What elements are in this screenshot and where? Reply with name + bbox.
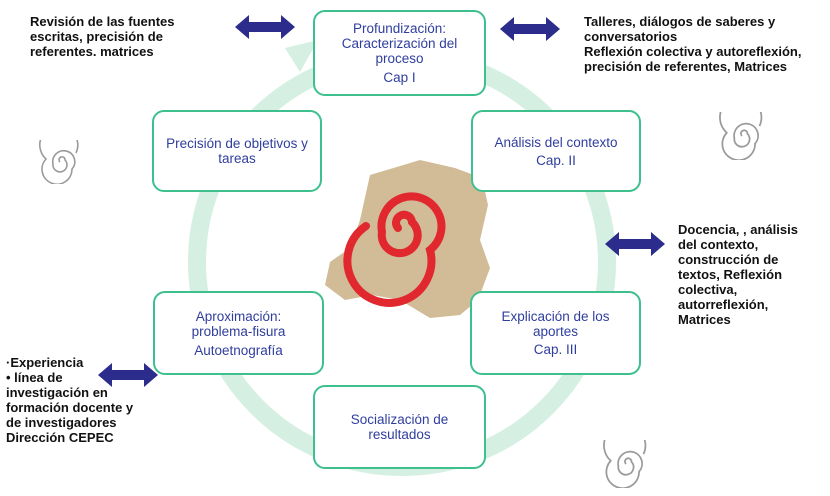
- box-socializacion: Socialización de resultados: [313, 385, 486, 469]
- double-arrow-icon: [98, 363, 158, 387]
- note-bottom-left-2: • línea de investigación en formación do…: [6, 370, 134, 445]
- double-arrow-icon: [605, 232, 665, 256]
- grey-spiral-icon: [39, 140, 79, 184]
- box-aproximacion: Aproximación: problema-fisura Autoetnogr…: [153, 291, 324, 375]
- note-bottom-left-1: ·Experiencia: [6, 355, 84, 370]
- double-arrow-icon: [500, 17, 560, 41]
- box-analisis-title: Análisis del contexto: [494, 134, 618, 150]
- grey-spiral-icon: [719, 112, 763, 160]
- box-precision: Precisión de objetivos y tareas: [152, 110, 322, 192]
- box-analisis: Análisis del contexto Cap. II: [471, 110, 641, 192]
- note-bottom-left: ·Experiencia • línea de investigación en…: [6, 355, 141, 445]
- box-profundizacion-title: Profundización: Caracterización del proc…: [341, 21, 458, 66]
- box-aproximacion-title: Aproximación: problema-fisura: [191, 308, 286, 339]
- note-top-right: Talleres, diálogos de saberes y conversa…: [584, 14, 824, 74]
- box-explicacion-title: Explicación de los aportes: [501, 309, 610, 339]
- note-top-left: Revisión de las fuentes escritas, precis…: [30, 14, 175, 59]
- box-explicacion-cap: Cap. III: [533, 342, 578, 357]
- note-top-right-2: Reflexión colectiva y autoreflexión, pre…: [584, 44, 802, 74]
- box-precision-title: Precisión de objetivos y tareas: [166, 136, 308, 166]
- red-spiral-emblem: [343, 192, 446, 307]
- note-top-right-1: Talleres, diálogos de saberes y conversa…: [584, 14, 776, 44]
- grey-spiral-icon: [603, 440, 647, 488]
- box-analisis-cap: Cap. II: [536, 152, 576, 168]
- box-socializacion-title: Socialización de resultados: [350, 412, 449, 442]
- double-arrow-icon: [235, 15, 295, 39]
- box-profundizacion: Profundización: Caracterización del proc…: [313, 10, 486, 96]
- box-explicacion: Explicación de los aportes Cap. III: [470, 291, 641, 375]
- box-profundizacion-cap: Cap I: [383, 70, 416, 85]
- note-right: Docencia, , análisis del contexto, const…: [678, 222, 798, 327]
- box-aproximacion-sub: Autoetnografía: [194, 342, 283, 358]
